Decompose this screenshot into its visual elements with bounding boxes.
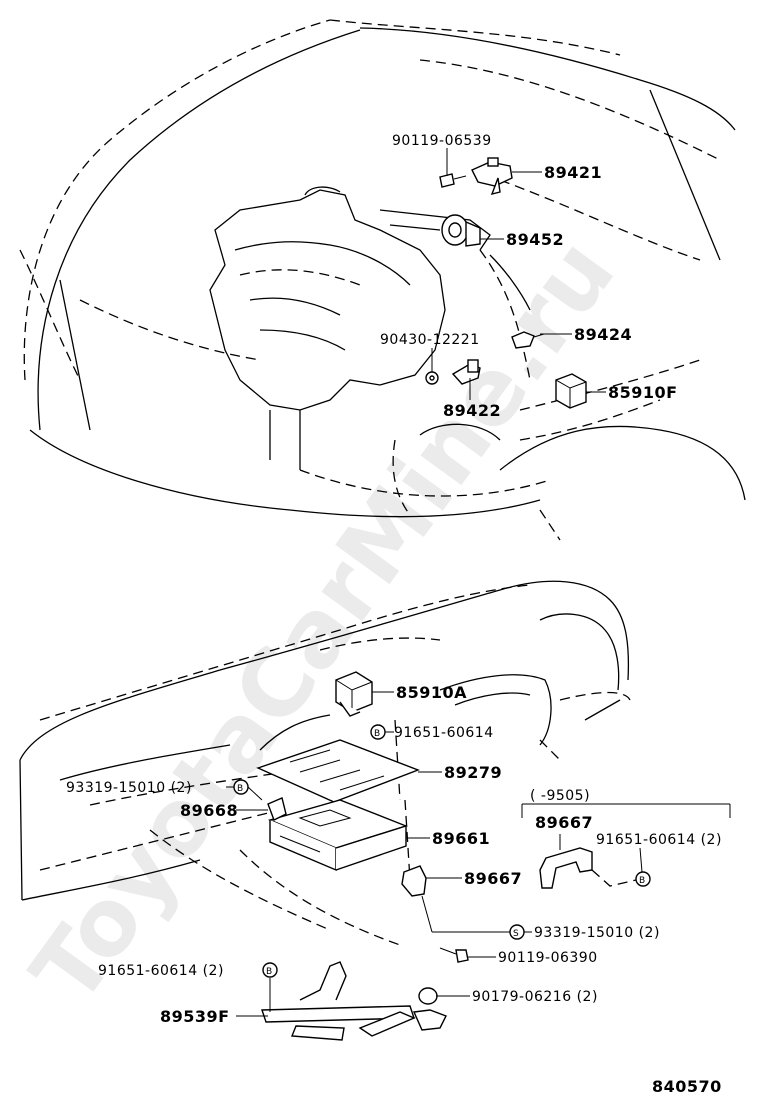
- part-number-label: 93319-15010 (2): [534, 925, 660, 941]
- bolt-markers: B B B S B: [233, 724, 651, 978]
- inset-range-label: ( -9505): [530, 788, 590, 804]
- dashboard-leaders: [226, 691, 532, 1017]
- svg-text:B: B: [374, 729, 380, 739]
- part-number-label: 90119-06539: [392, 133, 492, 149]
- part-number-label: 89668: [180, 801, 238, 820]
- bolt-marker-b: B: [233, 779, 249, 795]
- bolt-icon: [439, 947, 469, 963]
- bolt-marker-b: B: [370, 724, 386, 740]
- ecu-89661-icon: [267, 799, 409, 872]
- washer-icon: [425, 371, 439, 385]
- part-number-label: 90430-12221: [380, 332, 480, 348]
- part-number-label: 89667: [535, 813, 593, 832]
- part-number-label: 89661: [432, 829, 490, 848]
- part-number-label: 93319-15010 (2): [66, 780, 192, 796]
- bracket-89667-icon: [539, 847, 593, 889]
- svg-text:B: B: [237, 784, 243, 794]
- bolt-marker-b: B: [262, 962, 278, 978]
- dashboard-illustration: [19, 580, 631, 946]
- engine-bay-parts: [425, 157, 587, 409]
- bracket-89668-icon: [267, 797, 287, 821]
- part-number-label: 89667: [464, 869, 522, 888]
- svg-text:S: S: [513, 929, 519, 939]
- relay-85910a-icon: [335, 671, 373, 717]
- part-number-label: 91651-60614 (2): [98, 963, 224, 979]
- engine-bay-labels: 90119-06539 89421 89452 90430-12221 8942…: [380, 133, 678, 420]
- part-number-label: 91651-60614 (2): [596, 832, 722, 848]
- bolt-marker-s: S: [509, 924, 525, 940]
- part-number-label: 89422: [443, 401, 501, 420]
- harness-bracket-89539f-icon: [261, 961, 447, 1041]
- part-number-label: 90179-06216 (2): [472, 989, 598, 1005]
- svg-text:B: B: [266, 967, 272, 977]
- clip-icon: [418, 987, 438, 1005]
- bolt-icon: [439, 173, 467, 188]
- ecu-cover-89279-icon: [256, 739, 420, 803]
- part-number-label: 85910A: [396, 683, 467, 702]
- inset-variant-9505: ( -9505) 89667 91651-60614 (2): [521, 788, 731, 889]
- relay-85910f-icon: [555, 373, 587, 409]
- sensor-89421-icon: [471, 157, 513, 196]
- engine-bay-leaders: [431, 148, 606, 400]
- part-number-label: 89452: [506, 230, 564, 249]
- part-number-label: 89421: [544, 163, 602, 182]
- part-number-label: 90119-06390: [498, 950, 598, 966]
- svg-text:B: B: [639, 876, 645, 886]
- part-number-label: 89539F: [160, 1007, 230, 1026]
- part-number-label: 91651-60614: [394, 725, 494, 741]
- part-number-label: 89279: [444, 763, 502, 782]
- dashboard-parts: [256, 671, 469, 1041]
- part-number-label: 85910F: [608, 383, 678, 402]
- dashboard-labels: 85910A 91651-60614 93319-15010 (2) 89279…: [66, 683, 660, 1026]
- sensor-89422-icon: [451, 359, 481, 385]
- sensor-89452-icon: [441, 214, 481, 247]
- diagram-number: 840570: [652, 1077, 722, 1096]
- bolt-marker-b: B: [635, 871, 651, 887]
- bracket-89667-icon: [401, 865, 427, 897]
- part-number-label: 89424: [574, 325, 632, 344]
